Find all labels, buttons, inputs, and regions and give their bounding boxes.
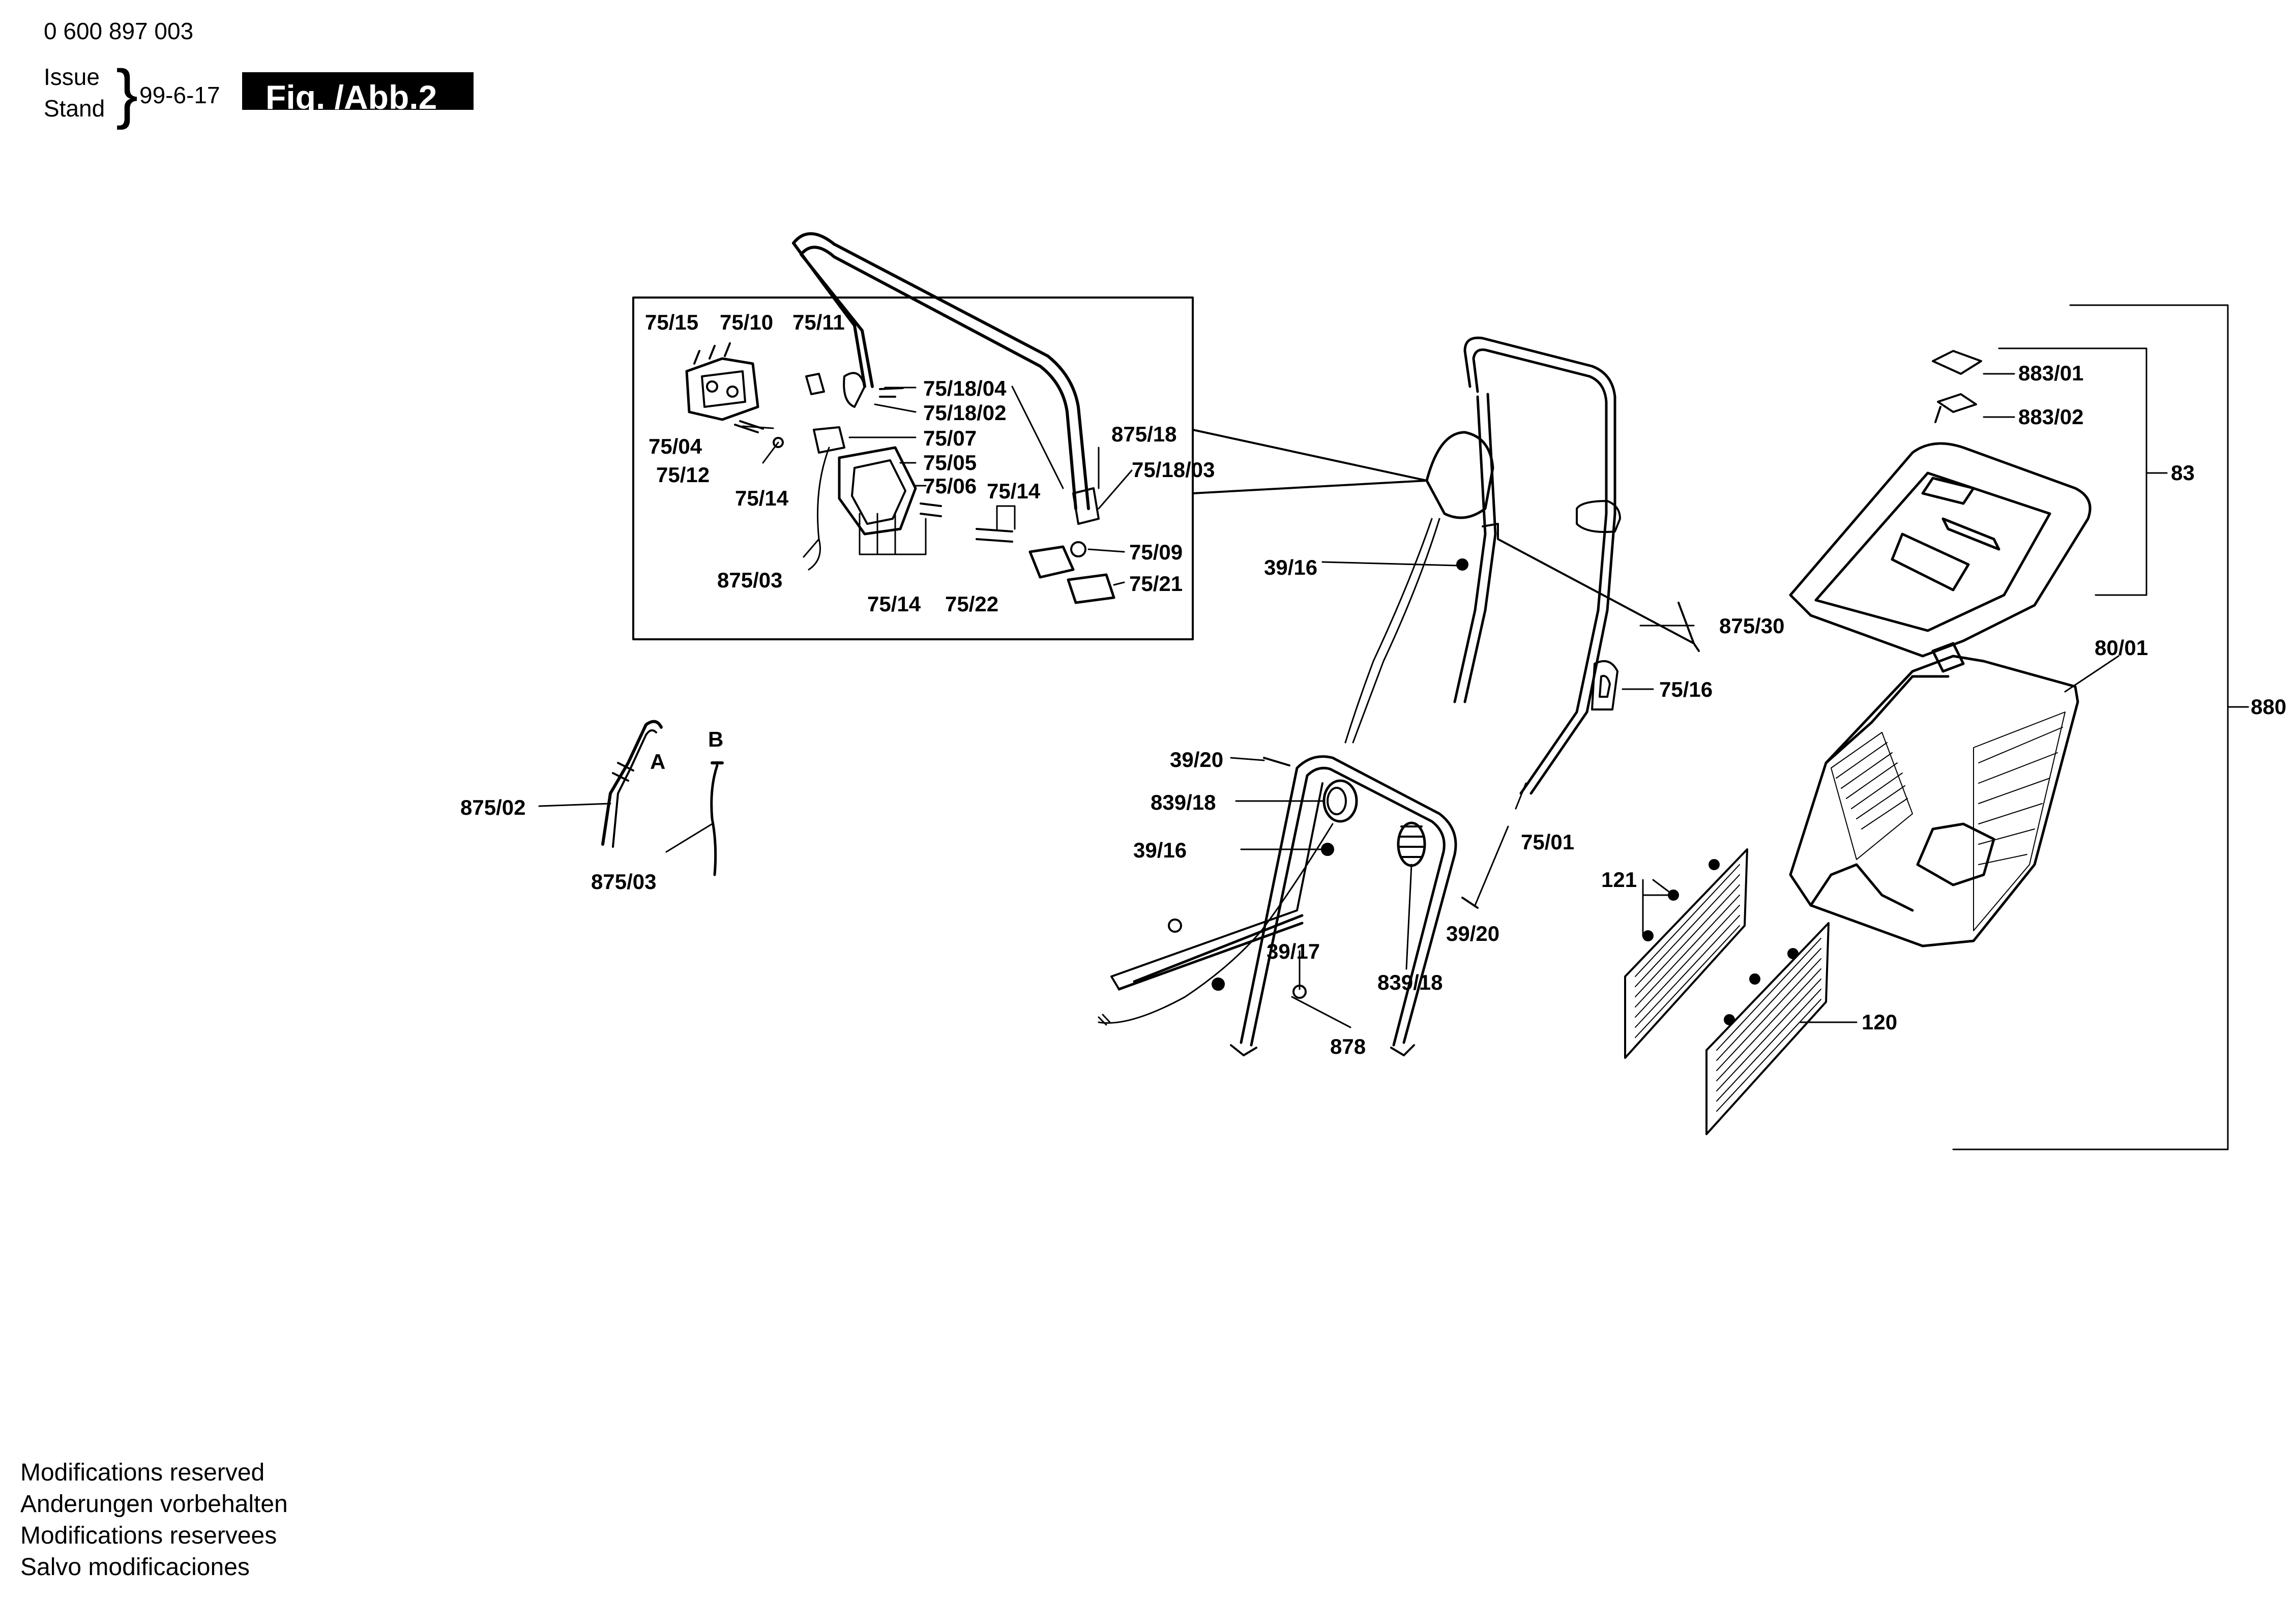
label-75-18-03: 75/18/03 <box>1132 458 1215 482</box>
stand-label: Stand <box>44 95 105 122</box>
label-a: A <box>650 750 665 774</box>
switch-block-part <box>1028 545 1075 579</box>
latch-part <box>1934 393 1977 423</box>
label-121: 121 <box>1601 868 1637 892</box>
knob-part-a <box>1322 779 1358 823</box>
brace-icon: } <box>116 56 138 130</box>
clip-part <box>1072 487 1100 525</box>
group-brackets <box>1952 304 2249 1150</box>
figure-title: Fig. /Abb.2 <box>242 72 474 114</box>
footer-line-4: Salvo modificaciones <box>20 1554 250 1581</box>
label-839-18-b: 839/18 <box>1377 970 1443 994</box>
label-75-21: 75/21 <box>1129 572 1183 596</box>
side-panel-121 <box>1624 848 1748 1059</box>
cable-detail-b <box>710 761 724 876</box>
label-75-18-02: 75/18/02 <box>923 401 1007 425</box>
grass-box-top-part <box>1789 442 2092 673</box>
nut-part <box>1070 541 1086 557</box>
bracket-rod-part <box>1482 523 1700 652</box>
label-80-01: 80/01 <box>2095 636 2148 660</box>
label-75-14-b: 75/14 <box>987 479 1041 503</box>
cable-detail-a <box>601 720 663 848</box>
label-b: B <box>708 727 723 751</box>
side-panel-120 <box>1705 922 1830 1135</box>
label-75-14-c: 75/14 <box>867 592 921 616</box>
cover-clip-part <box>1932 350 1982 375</box>
label-875-02: 875/02 <box>460 795 525 819</box>
label-75-15: 75/15 <box>645 310 698 334</box>
label-75-05: 75/05 <box>923 451 977 475</box>
label-75-01: 75/01 <box>1521 830 1574 854</box>
issue-date: 99-6-17 <box>139 82 220 108</box>
cap-part <box>1067 573 1115 604</box>
label-875-03-inset: 875/03 <box>717 568 782 592</box>
label-75-14-a: 75/14 <box>735 486 789 510</box>
label-875-18: 875/18 <box>1111 422 1176 446</box>
label-883-01: 883/01 <box>2018 361 2083 385</box>
label-120: 120 <box>1862 1010 1897 1034</box>
label-39-17: 39/17 <box>1267 939 1320 963</box>
knob-part-b <box>1397 821 1426 867</box>
label-883-02: 883/02 <box>2018 405 2083 429</box>
label-75-07: 75/07 <box>923 426 977 450</box>
label-75-12: 75/12 <box>656 463 710 487</box>
lower-handle-frame <box>1117 755 1457 1047</box>
label-839-18-a: 839/18 <box>1151 790 1216 814</box>
document-number: 0 600 897 003 <box>44 18 194 44</box>
label-39-16-a: 39/16 <box>1264 555 1317 579</box>
label-875-03: 875/03 <box>591 870 656 894</box>
label-75-22: 75/22 <box>945 592 998 616</box>
clamp-part <box>843 372 866 408</box>
lever-part <box>805 373 825 395</box>
footer-line-3: Modifications reservees <box>20 1522 277 1549</box>
label-75-06: 75/06 <box>923 474 977 498</box>
upper-handle-tube-inset <box>792 232 1090 510</box>
main-handle-frame <box>1453 336 1616 795</box>
label-878: 878 <box>1330 1034 1366 1058</box>
label-880: 880 <box>2251 695 2286 719</box>
footer-line-1: Modifications reserved <box>20 1459 265 1486</box>
inset-leader-top <box>1192 429 1428 482</box>
inset-leader-bottom <box>1192 480 1428 494</box>
cable-clip-part <box>1591 660 1618 710</box>
leader-lines <box>538 386 2120 1028</box>
label-39-20-a: 39/20 <box>1170 748 1223 772</box>
label-75-16: 75/16 <box>1659 677 1713 701</box>
label-83: 83 <box>2171 461 2195 485</box>
switch-cover-part <box>838 446 917 536</box>
label-875-30: 875/30 <box>1719 614 1784 638</box>
grass-box-base-part <box>1789 655 2079 947</box>
label-75-18-04: 75/18/04 <box>923 376 1007 400</box>
footer-line-2: Anderungen vorbehalten <box>20 1491 288 1518</box>
handle-end-cap <box>1576 500 1621 533</box>
connector-part <box>813 426 845 454</box>
label-39-16-b: 39/16 <box>1133 838 1187 862</box>
grass-box-mesh <box>1831 712 2066 931</box>
label-75-10: 75/10 <box>720 310 773 334</box>
handle-grip-cover <box>1425 431 1494 519</box>
label-39-20-b: 39/20 <box>1446 922 1499 945</box>
issue-label: Issue <box>44 64 100 90</box>
label-75-04: 75/04 <box>649 434 702 458</box>
label-75-11: 75/11 <box>792 310 845 334</box>
switch-housing-part <box>685 342 759 421</box>
label-75-09: 75/09 <box>1129 540 1183 564</box>
part-labels: 75/15 75/10 75/11 75/18/04 75/18/02 75/0… <box>460 310 2286 1058</box>
